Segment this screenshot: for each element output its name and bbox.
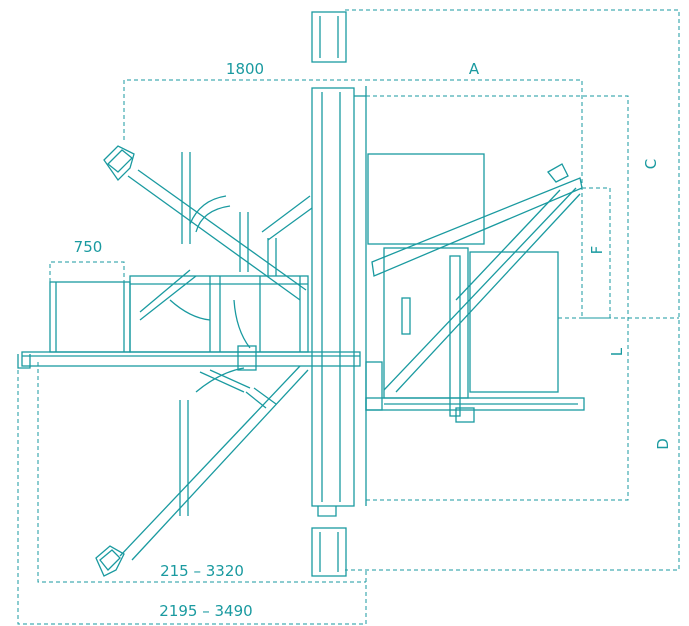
label-2195-3490: 2195 – 3490 [159, 602, 252, 620]
horizontal-beam [17, 345, 361, 371]
label-750: 750 [74, 238, 103, 256]
dim-750-frame [49, 261, 125, 282]
central-column [311, 86, 367, 517]
dim-L-frame [366, 95, 629, 501]
upper-left-arm [103, 145, 313, 321]
dim-215-3320-frame [37, 362, 366, 583]
label-F: F [588, 246, 606, 255]
dim-C-frame [345, 9, 680, 571]
label-L: L [608, 347, 626, 356]
dim-2195-3490-frame [17, 370, 367, 625]
dim-1800-frame [123, 79, 366, 140]
dimension-lines [17, 9, 680, 625]
bottom-foot [311, 527, 347, 577]
left-table [49, 275, 309, 353]
label-C: C [642, 159, 660, 169]
top-foot [311, 11, 347, 63]
label-A: A [469, 60, 480, 78]
dim-A-frame [366, 79, 583, 318]
right-housings [365, 153, 585, 423]
label-D: D [654, 438, 672, 450]
label-1800: 1800 [226, 60, 264, 78]
labels: 1800 A C F L D 750 215 – 3320 2195 – 349… [74, 60, 672, 620]
lower-left-arm [95, 365, 309, 577]
right-arm [371, 163, 583, 393]
label-215-3320: 215 – 3320 [160, 562, 244, 580]
